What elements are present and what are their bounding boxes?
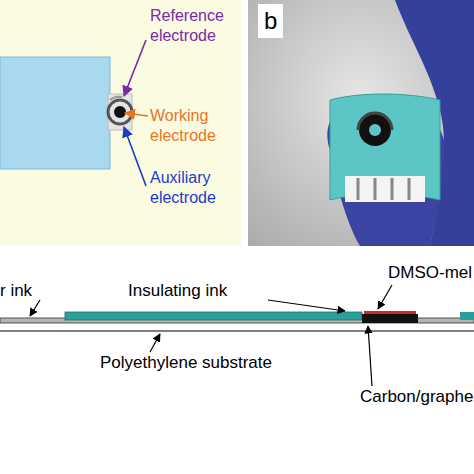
panel-background [0, 0, 241, 246]
ring-photo [358, 113, 392, 130]
leader-arrow [368, 326, 372, 386]
insulating-layer [65, 312, 362, 320]
electrode-pad [108, 94, 132, 130]
leader-arrow [124, 127, 146, 186]
layer-label: Insulating ink [128, 280, 268, 301]
photo-background [248, 0, 474, 246]
dmso-layer [364, 311, 416, 314]
carbon-layer [362, 314, 418, 323]
reference-arc [110, 97, 122, 100]
trace [374, 178, 377, 200]
leader-arrow [150, 334, 160, 352]
sensor-strip [0, 57, 110, 169]
electrode-photo [369, 124, 381, 136]
trace [357, 178, 360, 200]
leader-arrow [378, 285, 392, 309]
working-disc [114, 106, 126, 118]
layer-label: Polyethylene substrate [100, 352, 300, 373]
leader-arrow [124, 40, 146, 96]
layer-label: DMSO-mel [388, 262, 474, 283]
leader-arrow [30, 300, 40, 316]
contact-tabs [345, 176, 425, 202]
leader-arrow [125, 113, 148, 116]
layer-label: r ink [0, 280, 60, 301]
insulating-layer [460, 312, 474, 320]
callout-label: Auxiliary electrode [150, 168, 236, 208]
trace [391, 178, 394, 200]
callout-label: Reference electrode [150, 6, 236, 46]
auxiliary-ring [108, 100, 132, 124]
electrode-photo [359, 114, 391, 146]
callout-label: Working electrode [150, 106, 238, 146]
leader-arrow [268, 300, 345, 311]
trace [408, 178, 411, 200]
substrate-line [0, 330, 474, 331]
layer-label: Carbon/graphe [360, 386, 474, 407]
panel-label: b [258, 4, 283, 38]
